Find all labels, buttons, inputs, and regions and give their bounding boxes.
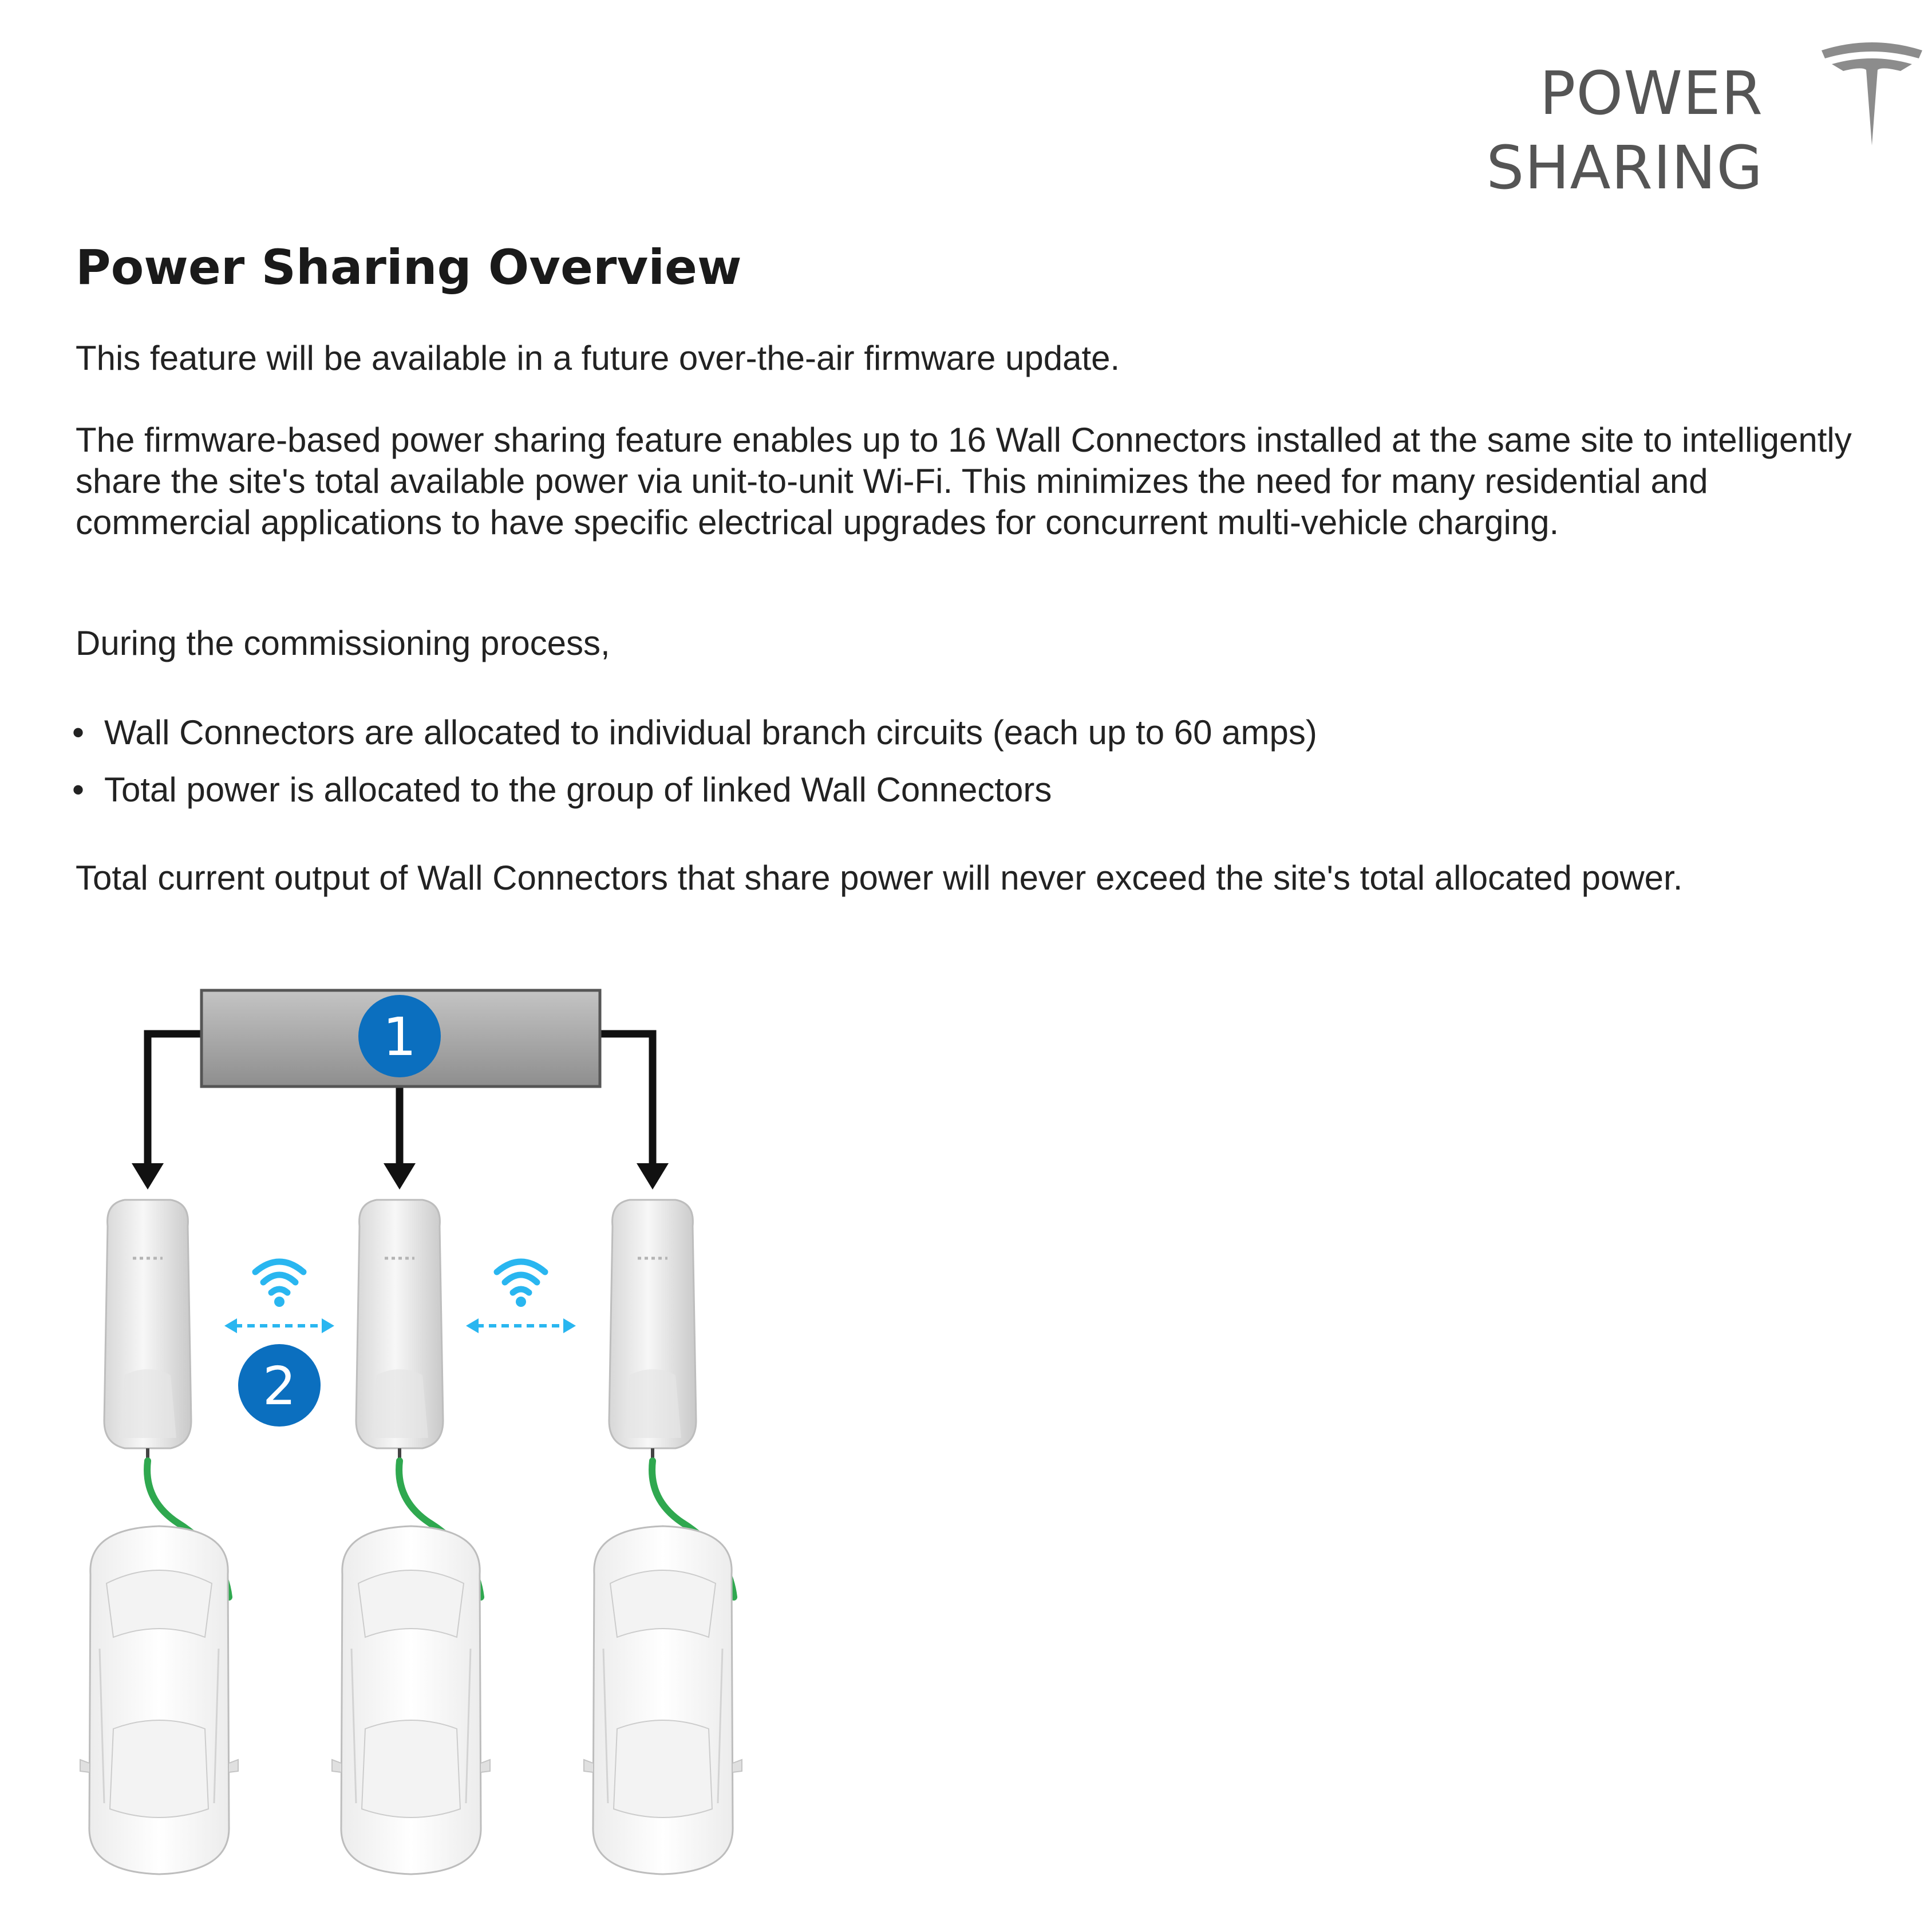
vehicle-icon [79, 1525, 239, 1875]
wall-connector-icon [104, 1200, 191, 1461]
availability-paragraph: This feature will be available in a futu… [76, 339, 1120, 377]
wifi-icon [497, 1262, 545, 1307]
list-item: •Total power is allocated to the group o… [69, 769, 1317, 811]
bullet-icon: • [72, 771, 85, 809]
wall-connector-icon [356, 1200, 443, 1461]
wifi-link-arrow [224, 1318, 334, 1333]
wifi-icon [255, 1262, 303, 1307]
page-heading: Power Sharing Overview [76, 239, 742, 295]
list-item: •Wall Connectors are allocated to indivi… [69, 712, 1317, 753]
wifi-link-arrow [466, 1318, 576, 1333]
tesla-logo-icon [1822, 42, 1922, 145]
power-sharing-diagram: 1 2 [79, 989, 743, 1875]
callout-1-label: 1 [383, 1006, 417, 1068]
callout-1: 1 [358, 995, 441, 1077]
commissioning-intro: During the commissioning process, [76, 624, 610, 662]
commissioning-list: •Wall Connectors are allocated to indivi… [69, 712, 1317, 827]
bullet-icon: • [72, 713, 85, 752]
callout-2: 2 [238, 1344, 321, 1427]
section-title: POWER SHARING [1486, 58, 1763, 203]
feature-description-paragraph: The firmware-based power sharing feature… [76, 421, 1852, 542]
wall-connector-icon [609, 1200, 696, 1461]
output-limit-paragraph: Total current output of Wall Connectors … [76, 859, 1683, 897]
callout-2-label: 2 [263, 1356, 297, 1417]
vehicle-icon [331, 1525, 491, 1875]
vehicle-icon [583, 1525, 743, 1875]
wire-arrowheads [132, 1163, 669, 1190]
